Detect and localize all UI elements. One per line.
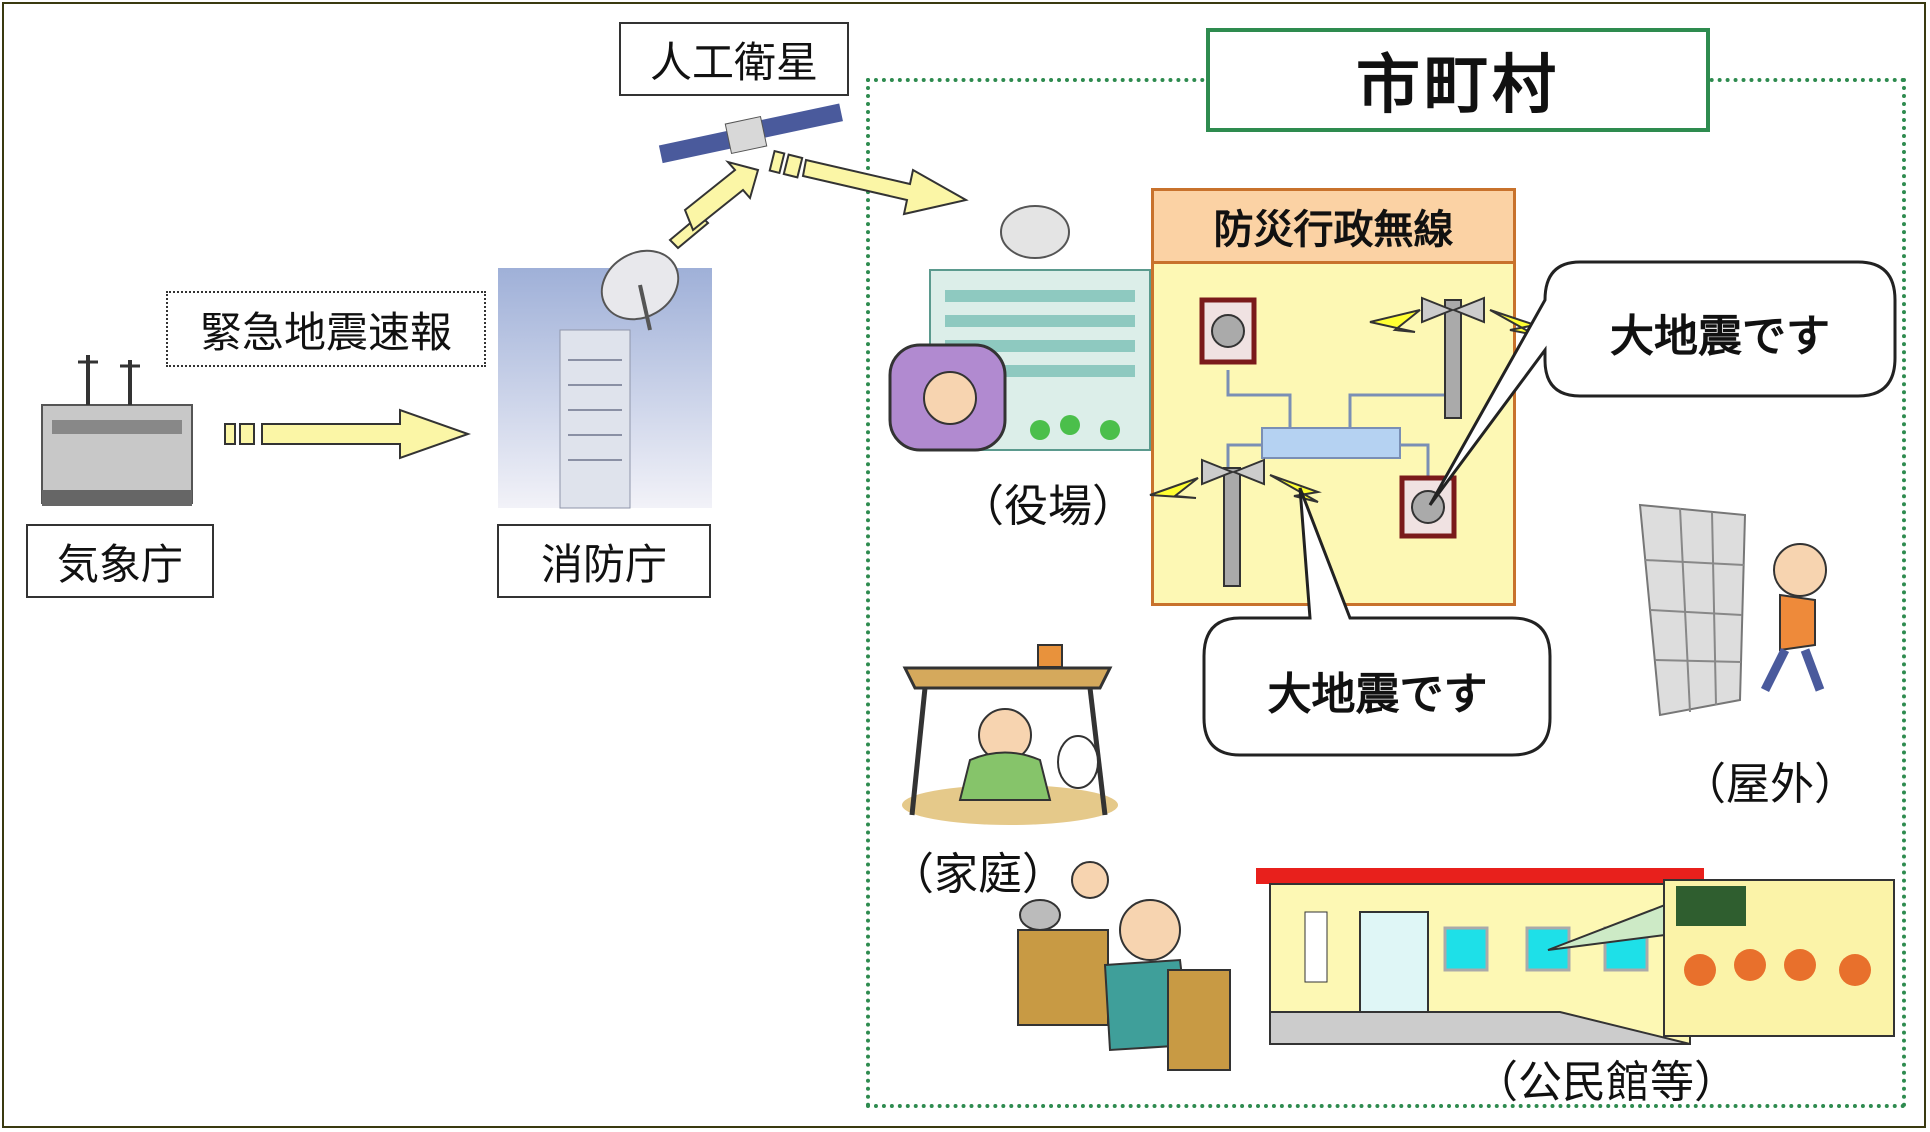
indoor-speaker-icon — [1399, 475, 1457, 539]
community-hall-icon — [1256, 868, 1895, 1045]
home-under-table-icon — [902, 644, 1118, 825]
antenna-building-icon — [498, 249, 712, 509]
city-office-icon — [888, 205, 1151, 452]
label-satellite: 人工衛星 — [619, 22, 849, 96]
speaker-pole-icon — [1369, 296, 1539, 419]
label-jma: 気象庁 — [26, 524, 214, 598]
municipality-title: 市町村 — [1206, 28, 1710, 132]
speech-bubble-bottom — [1202, 487, 1552, 757]
arrow-jma-to-fdma — [224, 408, 472, 460]
speaker-pole-icon — [1149, 458, 1322, 587]
caption-office: （役場） — [960, 481, 1136, 532]
speech-text-top: 大地震です — [1610, 311, 1830, 362]
satellite-icon — [658, 103, 843, 164]
label-eew: 緊急地震速報 — [166, 291, 486, 367]
label-fdma: 消防庁 — [497, 524, 711, 598]
outdoor-falling-wall-icon — [1638, 503, 1827, 717]
arrow-fdma-to-satellite — [668, 160, 760, 250]
speech-bubble-top — [1428, 260, 1897, 506]
caption-home: （家庭） — [890, 849, 1066, 900]
kitchen-family-icon — [1017, 861, 1231, 1071]
caption-community-hall: （公民館等） — [1474, 1057, 1738, 1108]
wireless-panel-header: 防災行政無線 — [1151, 188, 1516, 264]
speech-text-bottom: 大地震です — [1267, 669, 1488, 720]
weather-station-icon — [41, 355, 193, 506]
wireless-receiver — [1261, 427, 1401, 459]
indoor-speaker-icon — [1199, 297, 1257, 365]
caption-outdoor: （屋外） — [1682, 759, 1858, 810]
arrow-satellite-to-office — [768, 149, 969, 216]
